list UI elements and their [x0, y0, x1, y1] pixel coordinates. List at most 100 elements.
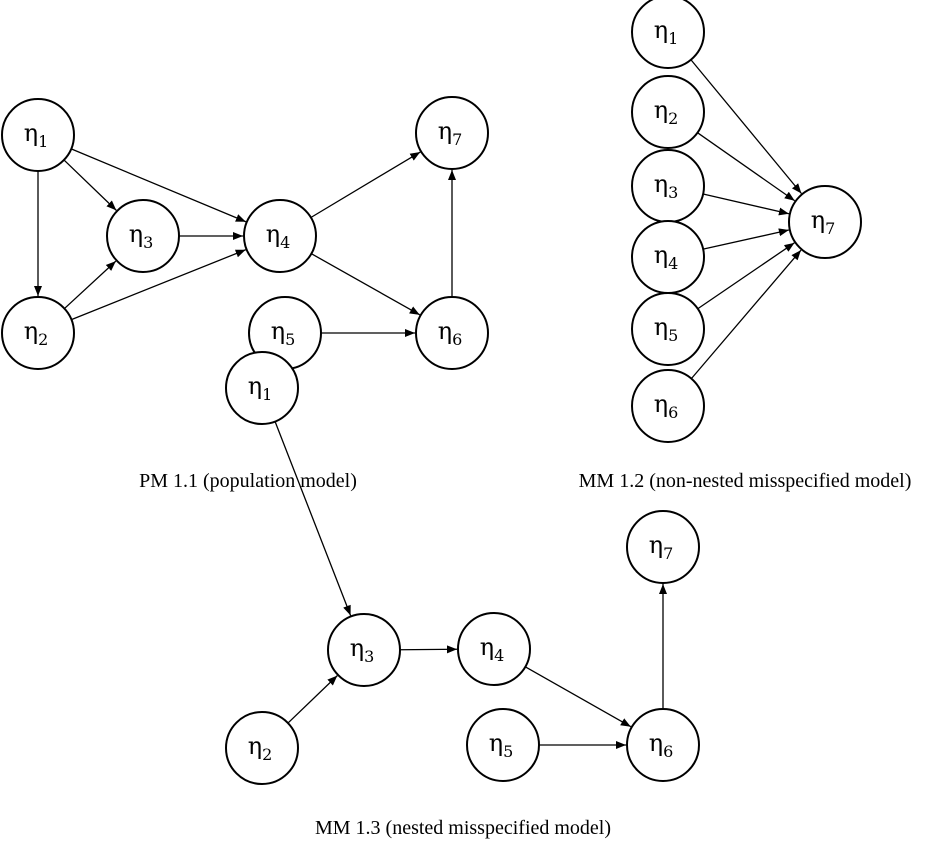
- edge-n4-to-n7: [702, 228, 790, 250]
- node-label: η7: [438, 117, 463, 149]
- node-symbol: η: [654, 96, 668, 124]
- node-label: η3: [129, 220, 154, 252]
- node-eta-7: η7: [415, 96, 489, 170]
- node-subscript: 1: [262, 385, 272, 404]
- node-subscript: 7: [663, 544, 673, 563]
- node-label: η2: [248, 732, 273, 764]
- node-label: η7: [811, 206, 836, 238]
- node-subscript: 1: [38, 132, 48, 151]
- node-symbol: η: [654, 16, 668, 44]
- node-eta-5: η5: [631, 292, 705, 366]
- node-symbol: η: [438, 317, 452, 345]
- edge-n4-to-n6: [524, 666, 632, 728]
- node-circle: [243, 199, 317, 273]
- node-label: η1: [24, 119, 49, 151]
- node-eta-1: η1: [631, 0, 705, 69]
- node-label: η5: [654, 313, 679, 345]
- node-subscript: 1: [668, 29, 678, 48]
- node-eta-7: η7: [788, 185, 862, 259]
- node-subscript: 5: [285, 330, 295, 349]
- edge-n2-to-n4: [71, 249, 246, 321]
- node-eta-3: η3: [327, 613, 401, 687]
- node-circle: [626, 708, 700, 782]
- node-label: η3: [654, 170, 679, 202]
- node-symbol: η: [811, 206, 825, 234]
- node-circle: [225, 351, 299, 425]
- node-symbol: η: [649, 729, 663, 757]
- node-label: η4: [266, 220, 291, 252]
- edge-n5-to-n7: [697, 242, 795, 310]
- node-subscript: 6: [452, 330, 462, 349]
- node-subscript: 4: [280, 233, 290, 252]
- edge-n2-to-n7: [697, 132, 796, 202]
- node-subscript: 5: [503, 742, 513, 761]
- node-subscript: 2: [668, 109, 678, 128]
- node-label: η3: [350, 634, 375, 666]
- node-label: η6: [438, 317, 463, 349]
- node-label: η4: [654, 241, 679, 273]
- node-circle: [1, 296, 75, 370]
- node-eta-4: η4: [457, 612, 531, 686]
- node-subscript: 2: [262, 745, 272, 764]
- node-label: η6: [654, 390, 679, 422]
- node-circle: [788, 185, 862, 259]
- node-symbol: η: [24, 119, 38, 147]
- node-symbol: η: [271, 317, 285, 345]
- node-eta-2: η2: [1, 296, 75, 370]
- edge-n4-to-n6: [311, 253, 421, 316]
- node-circle: [415, 296, 489, 370]
- node-subscript: 3: [668, 183, 678, 202]
- node-label: η2: [24, 317, 49, 349]
- node-subscript: 7: [825, 219, 835, 238]
- node-circle: [327, 613, 401, 687]
- node-subscript: 4: [668, 254, 678, 273]
- caption-mm12: MM 1.2 (non-nested misspecified model): [579, 470, 912, 492]
- node-circle: [631, 292, 705, 366]
- edge-n2-to-n3: [287, 675, 338, 724]
- node-circle: [466, 708, 540, 782]
- caption-mm13: MM 1.3 (nested misspecified model): [315, 817, 611, 839]
- node-subscript: 6: [668, 403, 678, 422]
- node-eta-4: η4: [631, 220, 705, 294]
- node-subscript: 2: [38, 330, 48, 349]
- node-subscript: 5: [668, 326, 678, 345]
- edge-n2-to-n3: [64, 260, 117, 310]
- node-label: η4: [480, 633, 505, 665]
- node-subscript: 4: [494, 646, 504, 665]
- edge-n4-to-n7: [310, 151, 421, 219]
- node-symbol: η: [438, 117, 452, 145]
- node-symbol: η: [480, 633, 494, 661]
- edge-n1-to-n3: [63, 159, 117, 211]
- node-symbol: η: [266, 220, 280, 248]
- node-label: η5: [489, 729, 514, 761]
- node-eta-7: η7: [626, 510, 700, 584]
- edge-n6-to-n7: [690, 249, 802, 380]
- node-eta-4: η4: [243, 199, 317, 273]
- node-eta-3: η3: [106, 199, 180, 273]
- node-subscript: 3: [364, 647, 374, 666]
- node-circle: [1, 98, 75, 172]
- node-circle: [631, 75, 705, 149]
- node-circle: [106, 199, 180, 273]
- caption-pm11: PM 1.1 (population model): [139, 470, 357, 492]
- node-symbol: η: [350, 634, 364, 662]
- node-symbol: η: [248, 732, 262, 760]
- node-label: η1: [248, 372, 273, 404]
- node-symbol: η: [654, 390, 668, 418]
- node-label: η7: [649, 531, 674, 563]
- node-circle: [631, 0, 705, 69]
- edge-n1-to-n4: [70, 148, 247, 223]
- edge-n1-to-n3: [274, 421, 352, 616]
- node-symbol: η: [654, 241, 668, 269]
- node-subscript: 7: [452, 130, 462, 149]
- node-label: η5: [271, 317, 296, 349]
- node-eta-1: η1: [1, 98, 75, 172]
- node-subscript: 6: [663, 742, 673, 761]
- node-subscript: 3: [143, 233, 153, 252]
- node-symbol: η: [24, 317, 38, 345]
- node-eta-1: η1: [225, 351, 299, 425]
- edge-n3-to-n7: [702, 193, 790, 216]
- node-circle: [631, 369, 705, 443]
